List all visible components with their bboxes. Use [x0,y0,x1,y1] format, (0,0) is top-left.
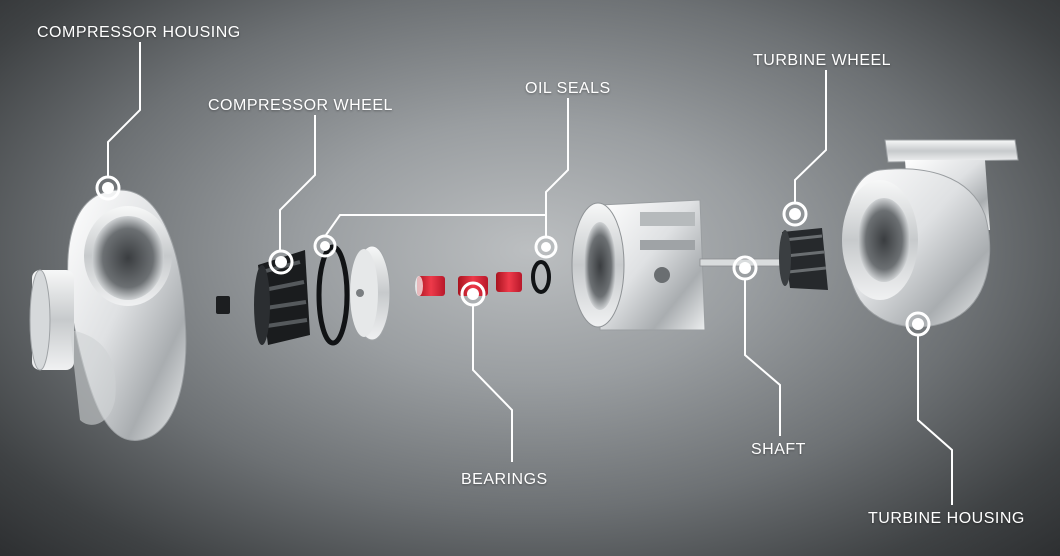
o-ring-part [316,244,350,346]
marker-compressor-wheel [268,249,294,275]
compressor-housing-part [29,189,187,441]
center-housing-part [571,199,706,331]
marker-shaft [732,255,758,281]
leader-turbine-housing [917,336,953,505]
leader-compressor-wheel [279,115,316,250]
bearing-parts [415,272,522,296]
marker-bearings [460,281,486,307]
turbine-wheel-part [779,228,828,290]
leader-compressor-housing [107,42,141,178]
label-compressor-housing: COMPRESSOR HOUSING [37,24,241,41]
leader-oil-seals-branch [325,214,546,236]
marker-turbine-wheel [782,201,808,227]
label-turbine-housing: TURBINE HOUSING [868,510,1025,527]
leader-turbine-wheel [794,70,827,202]
turbine-housing-part [842,139,1019,328]
label-oil-seals: OIL SEALS [525,80,611,97]
leader-lines [107,42,953,505]
marker-oil-seal-left [313,234,337,258]
marker-turbine-housing [905,311,931,337]
leader-bearings [472,306,513,462]
label-compressor-wheel: COMPRESSOR WHEEL [208,97,393,114]
label-bearings: BEARINGS [461,471,548,488]
marker-compressor-housing [95,175,121,201]
label-shaft: SHAFT [751,441,806,458]
thrust-plate-part [350,245,391,341]
leader-oil-seals [545,98,569,236]
leader-shaft [744,280,781,436]
marker-oil-seal-right [534,235,558,259]
markers [95,175,931,337]
snap-ring-part [531,260,551,294]
label-turbine-wheel: TURBINE WHEEL [753,52,892,69]
nut-part [216,296,230,314]
